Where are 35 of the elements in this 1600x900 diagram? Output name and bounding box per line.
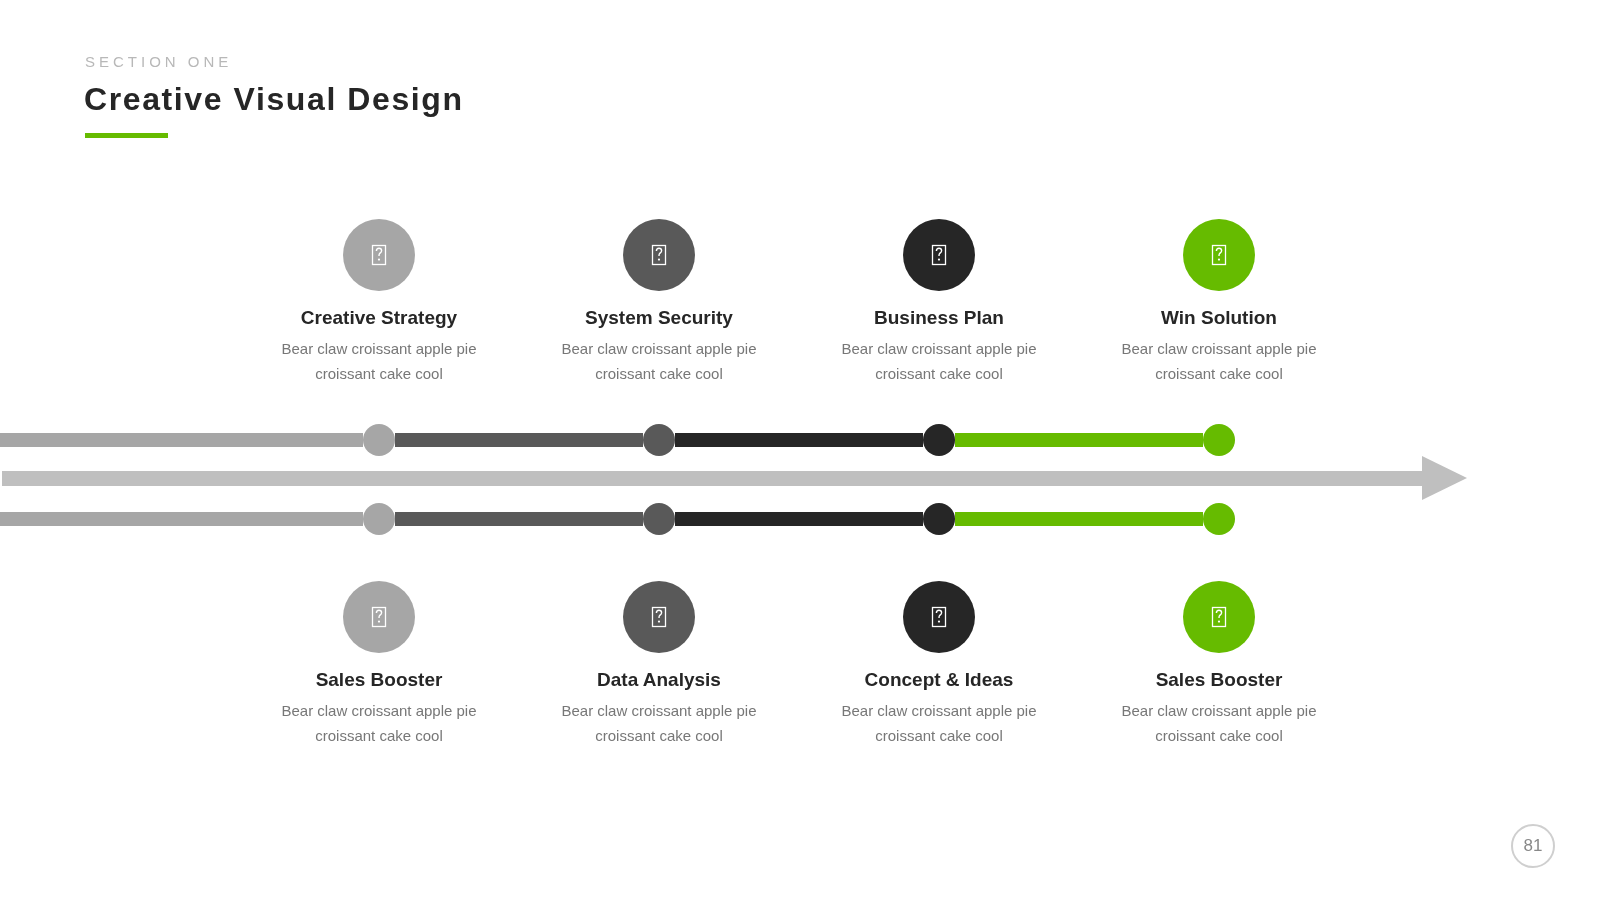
item-heading: Sales Booster (1155, 668, 1283, 692)
timeline-dot (923, 424, 955, 456)
timeline-dot (643, 424, 675, 456)
item-description: Bear claw croissant apple pie croissant cake cool (560, 339, 758, 384)
item-description: Bear claw croissant apple pie croissant cake cool (1120, 339, 1318, 384)
item-description: Bear claw croissant apple pie croissant cake cool (840, 339, 1038, 384)
timeline-segment (0, 433, 363, 447)
item-heading: Data Analysis (597, 668, 721, 692)
item-description: Bear claw croissant apple pie croissant cake cool (280, 701, 478, 746)
page-number: 81 (1511, 824, 1555, 868)
timeline-dot (363, 424, 395, 456)
timeline-segment (395, 433, 643, 447)
timeline-dot (643, 503, 675, 535)
timeline-segment (955, 433, 1203, 447)
item-description: Bear claw croissant apple pie croissant cake cool (840, 701, 1038, 746)
item-heading: System Security (585, 306, 733, 330)
timeline-dot (1203, 424, 1235, 456)
item-heading: Creative Strategy (300, 306, 458, 330)
item-heading: Concept & Ideas (864, 668, 1014, 692)
timeline-segment (675, 512, 923, 526)
timeline-segment (0, 512, 363, 526)
timeline-segment (955, 512, 1203, 526)
section-label: SECTION ONE (85, 53, 233, 71)
item-heading: Sales Booster (315, 668, 443, 692)
slide-title: Creative Visual Design (84, 80, 464, 118)
item-heading: Business Plan (874, 306, 1004, 330)
timeline-dot (923, 503, 955, 535)
item-description: Bear claw croissant apple pie croissant cake cool (1120, 701, 1318, 746)
timeline-segment (395, 512, 643, 526)
timeline-dot (1203, 503, 1235, 535)
timeline-segment (675, 433, 923, 447)
timeline-dot (363, 503, 395, 535)
item-description: Bear claw croissant apple pie croissant cake cool (560, 701, 758, 746)
item-heading: Win Solution (1161, 306, 1277, 330)
item-description: Bear claw croissant apple pie croissant cake cool (280, 339, 478, 384)
